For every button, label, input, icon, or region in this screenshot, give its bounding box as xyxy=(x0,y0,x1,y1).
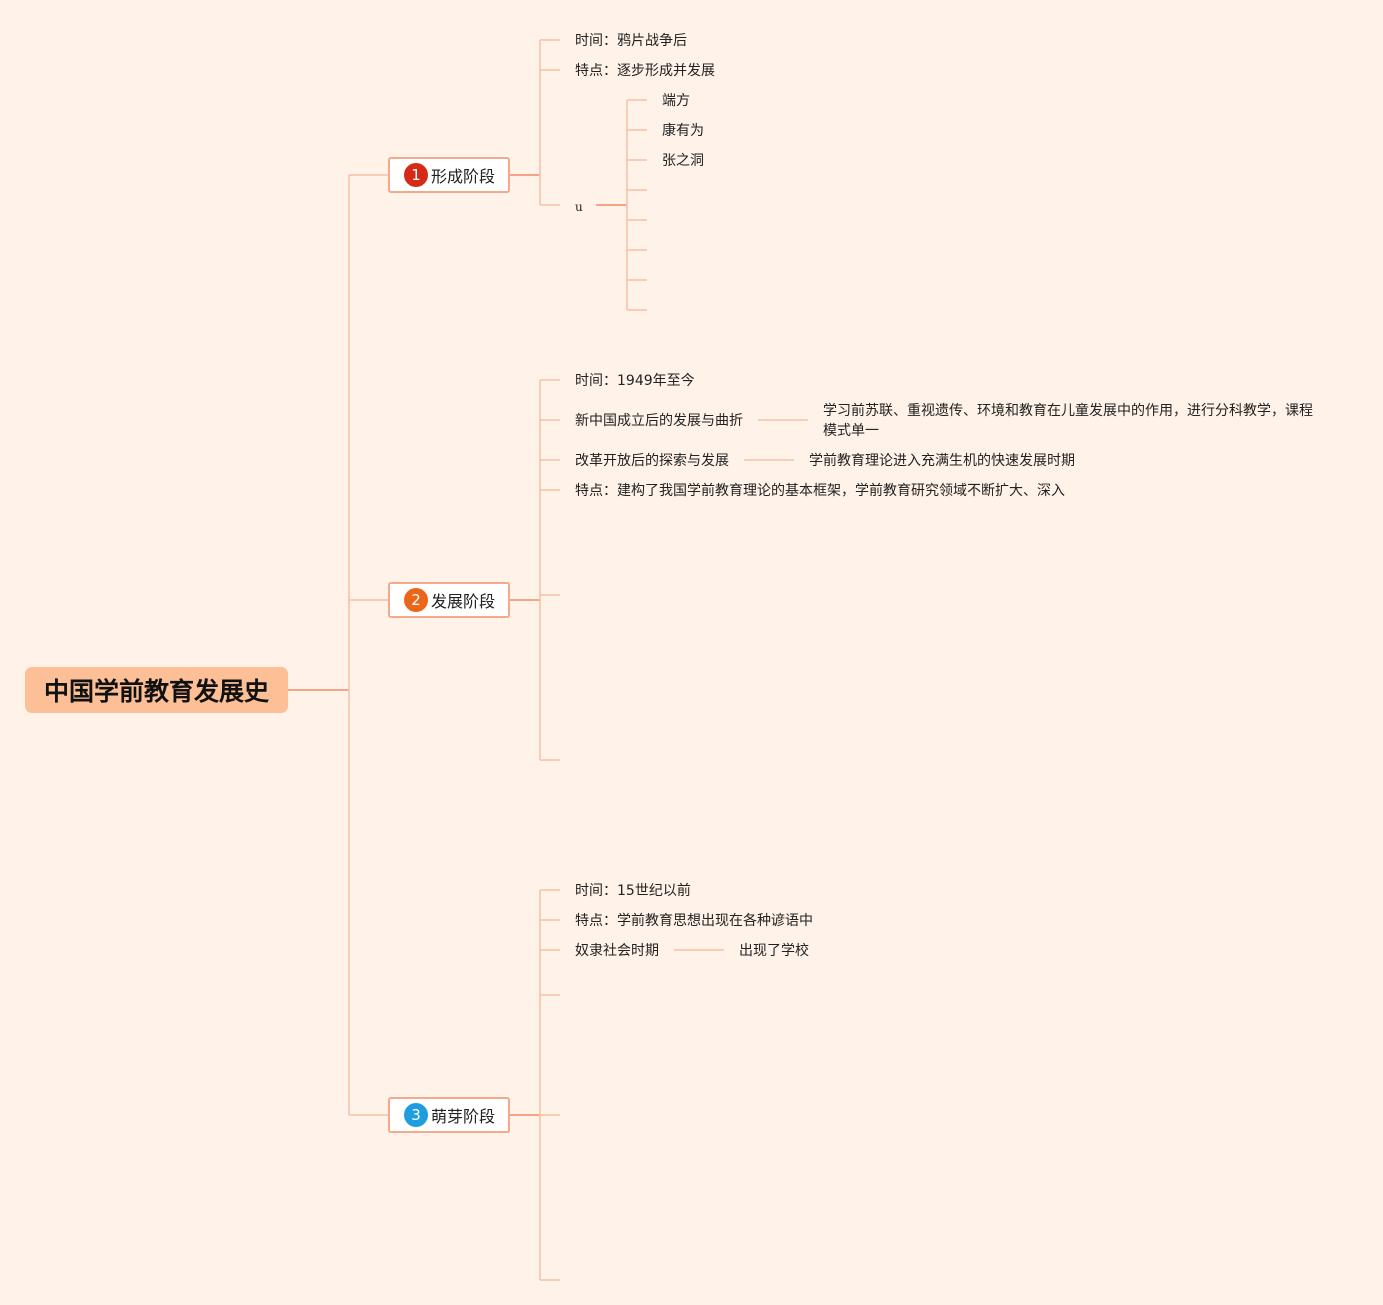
stage-formation[interactable]: 1 形成阶段 xyxy=(388,157,510,193)
development-feature[interactable]: 特点：建构了我国学前教育理论的基本框架，学前教育研究领域不断扩大、深入 xyxy=(575,483,1065,499)
sprout-time[interactable]: 时间：15世纪以前 xyxy=(575,883,691,899)
stage-sprout[interactable]: 3 萌芽阶段 xyxy=(388,1097,510,1133)
formation-u-node[interactable]: u xyxy=(575,200,583,214)
formation-feature[interactable]: 特点：逐步形成并发展 xyxy=(575,63,715,79)
development-reform-detail[interactable]: 学前教育理论进入充满生机的快速发展时期 xyxy=(809,453,1075,469)
stage-development[interactable]: 2 发展阶段 xyxy=(388,582,510,618)
sprout-slave-society[interactable]: 奴隶社会时期 xyxy=(575,943,659,959)
number-3-icon: 3 xyxy=(404,1103,428,1127)
person-zhangzhidong[interactable]: 张之洞 xyxy=(662,153,704,169)
root-topic[interactable]: 中国学前教育发展史 xyxy=(25,667,288,713)
stage-sprout-label: 萌芽阶段 xyxy=(431,1107,496,1126)
person-duanfang[interactable]: 端方 xyxy=(662,93,690,109)
formation-time[interactable]: 时间：鸦片战争后 xyxy=(575,33,687,49)
development-reform[interactable]: 改革开放后的探索与发展 xyxy=(575,453,729,469)
sprout-feature[interactable]: 特点：学前教育思想出现在各种谚语中 xyxy=(575,913,813,929)
sprout-slave-detail[interactable]: 出现了学校 xyxy=(739,943,809,959)
stage-formation-label: 形成阶段 xyxy=(431,167,496,186)
development-newchina[interactable]: 新中国成立后的发展与曲折 xyxy=(575,413,743,429)
development-newchina-detail[interactable]: 学习前苏联、重视遗传、环境和教育在儿童发展中的作用，进行分科教学，课程模式单一 xyxy=(823,403,1313,439)
number-2-icon: 2 xyxy=(404,588,428,612)
development-time[interactable]: 时间：1949年至今 xyxy=(575,373,695,389)
number-1-icon: 1 xyxy=(404,163,428,187)
person-kangyouwei[interactable]: 康有为 xyxy=(662,123,704,139)
stage-development-label: 发展阶段 xyxy=(431,592,496,611)
